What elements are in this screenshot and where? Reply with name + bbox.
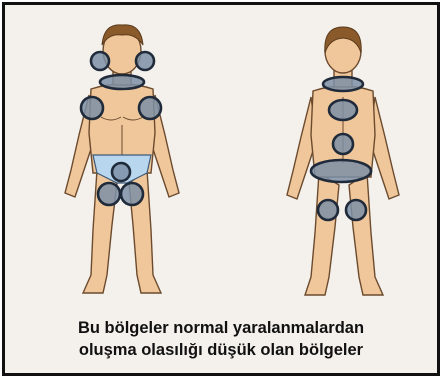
- region-upper-back: [329, 100, 357, 120]
- region-back-of-knee-left: [318, 200, 338, 220]
- body-figures-illustration: .skin { fill: #f0c79a; stroke: #6b4a2e; …: [5, 5, 437, 305]
- region-groin: [112, 163, 130, 181]
- caption-line-2: oluşma olasılığı düşük olan bölgeler: [5, 339, 437, 361]
- region-buttocks: [311, 160, 371, 182]
- region-ear-right: [136, 52, 154, 70]
- region-thigh-inner-left: [98, 183, 120, 205]
- back-body-figure: [287, 27, 399, 295]
- region-ear-left: [91, 52, 109, 70]
- region-neck-back: [323, 77, 363, 91]
- front-body-figure: [65, 25, 179, 293]
- diagram-frame: .skin { fill: #f0c79a; stroke: #6b4a2e; …: [2, 2, 440, 376]
- region-back-of-knee-right: [346, 200, 366, 220]
- region-armpit-right: [139, 97, 161, 119]
- region-armpit-left: [81, 97, 103, 119]
- caption-line-1: Bu bölgeler normal yaralanmalardan: [5, 317, 437, 339]
- region-thigh-inner-right: [121, 183, 143, 205]
- caption: Bu bölgeler normal yaralanmalardan oluşm…: [5, 317, 437, 361]
- region-neck: [100, 75, 144, 89]
- region-lower-back: [333, 134, 353, 154]
